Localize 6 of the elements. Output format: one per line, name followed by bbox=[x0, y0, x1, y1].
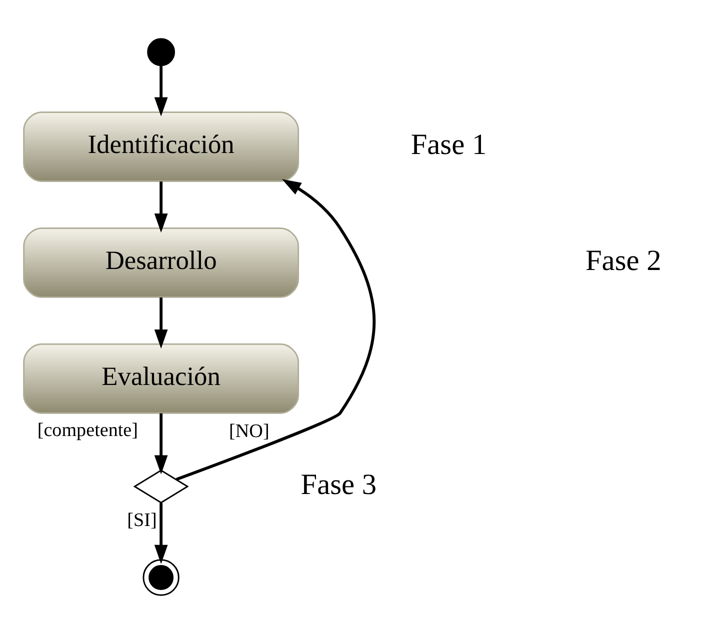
edge-label: [competente] bbox=[37, 420, 138, 442]
edge-label: [SI] bbox=[127, 510, 157, 531]
label: Fase 3 bbox=[300, 468, 377, 501]
label: Fase 1 bbox=[410, 129, 487, 162]
label: Fase 2 bbox=[585, 245, 662, 278]
edge-label: [NO] bbox=[229, 420, 270, 442]
